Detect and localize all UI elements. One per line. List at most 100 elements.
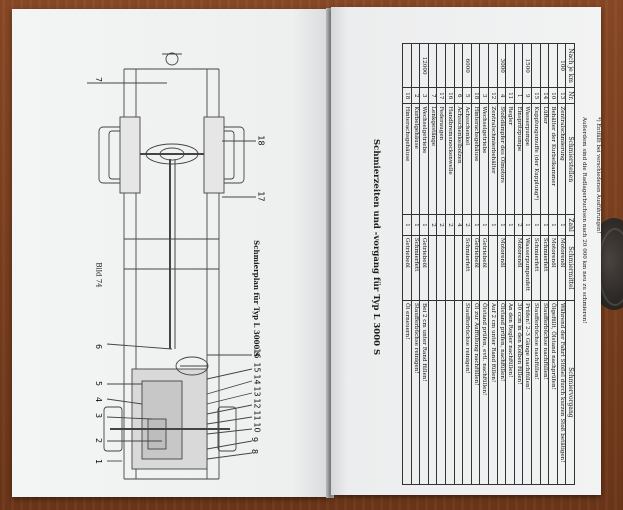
table-cell: Schmierfett (462, 235, 472, 301)
table-cell (488, 235, 498, 301)
table-cell (428, 43, 437, 88)
table-cell: 15 (531, 87, 541, 104)
table-cell: Stoßdämpfer des Ölmotors (497, 103, 506, 215)
table-cell: Staufferbüchse reinigen! (411, 300, 420, 485)
table-cell: Federaugen (437, 103, 446, 215)
table-cell: 6 (454, 87, 463, 104)
table-cell: 11 (505, 87, 515, 104)
table-cell: 1 (479, 214, 489, 236)
table-cell (411, 43, 420, 88)
table-cell: Regler (505, 103, 515, 215)
table-cell (428, 235, 437, 301)
table-cell: Wasserpumpenfett (522, 235, 532, 301)
table-cell: 1 (411, 214, 420, 236)
table-cell: Schmierfett (540, 235, 549, 301)
table-cell: Motorenöl (548, 235, 558, 301)
table-cell: Hinterachsgehäuse (471, 103, 480, 215)
table-cell: Motorenöl (514, 235, 523, 301)
table-cell: Staufferbüchse nachfüllen! (531, 300, 541, 485)
table-cell: Lenkgestänge (428, 103, 437, 215)
table-cell (531, 43, 541, 88)
table-cell (479, 43, 489, 88)
header-count: Zahl (565, 214, 575, 236)
header-lubricant: Schmiermittel (565, 235, 575, 301)
table-cell: 7 (428, 87, 437, 104)
table-cell: 1 (548, 214, 558, 236)
table-cell: An den Regler nachfüllen! (505, 300, 515, 485)
table-cell: 1 (531, 214, 541, 236)
table-cell: 2 (437, 214, 446, 236)
table-cell (402, 43, 412, 88)
table-cell: 2 (445, 214, 455, 236)
callout-18: 18 (256, 135, 266, 146)
table-cell (505, 43, 515, 88)
table-cell: Getriebeöl (419, 235, 429, 301)
right-page: Schmierzeiten und -vorgang für Typ L 300… (331, 7, 601, 495)
table-cell: 1 (488, 214, 498, 236)
table-cell: Getriebeöl (471, 235, 480, 301)
table-cell: Bei 2 cm unter Rand füllen! (419, 300, 429, 485)
table-cell (454, 235, 463, 301)
table-cell: 18 (471, 87, 480, 104)
header-points: Schmierstellen (565, 103, 575, 215)
table-cell: 18 (402, 87, 412, 104)
callout-3: 3 (94, 412, 104, 419)
table-cell (445, 235, 455, 301)
table-cell: Behälter der Kurbelkammer (548, 103, 558, 215)
callout-4: 4 (94, 396, 104, 403)
table-cell: Motorenöl (557, 235, 566, 301)
table-cell (454, 43, 463, 88)
chassis-lubrication-diagram (87, 52, 256, 480)
callout-10: 10 (252, 422, 262, 433)
table-cell (471, 43, 480, 88)
table-cell (514, 43, 523, 88)
table-cell: 1 (505, 214, 515, 236)
table-cell (428, 300, 437, 485)
table-cell: Wechselgetriebe (479, 103, 489, 215)
table-cell: 100 (557, 43, 566, 88)
table-cell: 1 (402, 214, 412, 236)
header-nr: Nr. (565, 87, 575, 104)
table-cell: 6000 (462, 43, 472, 88)
footnote: *) Entfällt bei verschiedenen Ausführung… (595, 117, 601, 234)
table-cell: Ölgefüllt, Ölstand nachprüfen! (548, 300, 558, 485)
table-cell: 9 (522, 87, 532, 104)
table-cell: Zentralschmierbehälter (488, 103, 498, 215)
table-cell: 5 (462, 87, 472, 104)
table-cell: 1 (497, 214, 506, 236)
table-cell (505, 235, 515, 301)
callout-1: 1 (94, 458, 104, 465)
table-cell: Handbremsnockenwelle (445, 103, 455, 215)
table-cell: 4 (454, 214, 463, 236)
table-cell: 2 (514, 214, 523, 236)
table-cell (437, 43, 446, 88)
table-cell: Öl zur Auffüllung nachfüllen! (471, 300, 480, 485)
table-cell: 13 (557, 87, 566, 104)
table-cell: Schmierfett (531, 235, 541, 301)
table-cell: 30 ccm in den Kolben füllen! (514, 300, 523, 485)
table-cell: Ölstand prüfen, evtl. nachfüllen! (479, 300, 489, 485)
table-cell: Öl erneuern! (402, 300, 412, 485)
header-km: Nach je km (565, 43, 575, 88)
table-cell: 1 (557, 214, 566, 236)
table-cell: 1 (540, 214, 549, 236)
table-cell (445, 43, 455, 88)
table-cell: 2 (462, 214, 472, 236)
table-cell: 1 (419, 214, 429, 236)
table-cell (437, 235, 446, 301)
footer-note: Außerdem sind die Radlagerbuchsen nach 2… (581, 117, 587, 324)
table-cell: Zentralschmierung (557, 103, 566, 215)
callout-9: 9 (250, 436, 260, 443)
table-cell: 12000 (419, 43, 429, 88)
table-cell: 2 (428, 214, 437, 236)
table-cell: 3000 (497, 43, 506, 88)
